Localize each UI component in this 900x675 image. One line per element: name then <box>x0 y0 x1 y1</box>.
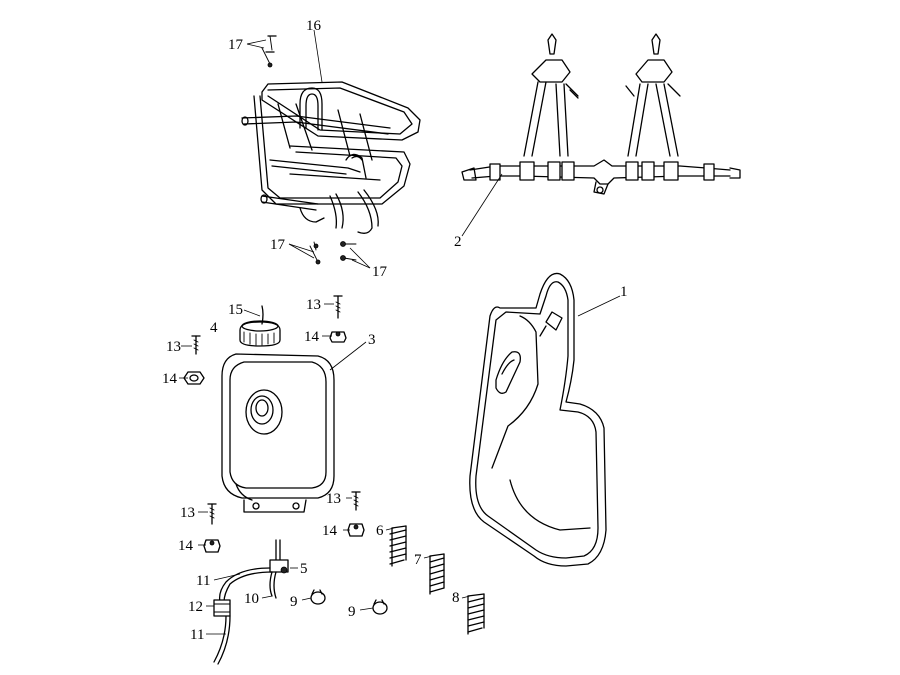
rack-part-16 <box>241 81 421 234</box>
callout-9b: 9 <box>348 604 356 620</box>
callout-13a: 13 <box>166 339 181 355</box>
callout-2: 2 <box>454 234 462 250</box>
bolt-13-top <box>333 295 343 319</box>
nut-14-bottom-right <box>347 523 365 537</box>
callout-12: 12 <box>188 599 203 615</box>
callout-14a: 14 <box>162 371 178 387</box>
callout-11a: 11 <box>196 573 210 589</box>
cap-part-4 <box>239 305 281 347</box>
nut-14-bottom-left <box>203 539 221 553</box>
bolt-13-bottom-right <box>351 491 361 511</box>
callout-16: 16 <box>306 18 322 34</box>
callout-13d: 13 <box>326 491 341 507</box>
callout-5: 5 <box>300 561 308 577</box>
callout-10: 10 <box>244 591 259 607</box>
callout-13c: 13 <box>180 505 195 521</box>
bolts-part-17-bottom <box>309 241 357 265</box>
spring-part-6 <box>389 525 407 567</box>
callout-15: 15 <box>228 302 243 318</box>
clamp-part-9b <box>372 599 388 615</box>
callout-4: 4 <box>210 320 218 336</box>
callout-3: 3 <box>368 332 376 348</box>
bolt-13-bottom-left <box>207 503 217 525</box>
fuel-valve-part-5 <box>269 539 289 599</box>
callout-7: 7 <box>414 552 422 568</box>
callout-11b: 11 <box>190 627 204 643</box>
callout-17c: 17 <box>372 264 388 280</box>
callout-14d: 14 <box>322 523 338 539</box>
seat-part-1 <box>469 272 607 567</box>
tank-part-3 <box>221 353 335 513</box>
fuel-filter-part-12 <box>213 599 231 617</box>
callout-14b: 14 <box>304 329 320 345</box>
spring-part-8 <box>467 593 485 635</box>
callout-1: 1 <box>620 284 628 300</box>
callout-14c: 14 <box>178 538 194 554</box>
spring-part-7 <box>429 553 445 595</box>
callout-17a: 17 <box>228 37 244 53</box>
callout-6: 6 <box>376 523 384 539</box>
callout-9a: 9 <box>290 594 298 610</box>
bolt-13-left <box>191 335 201 355</box>
harness-part-2 <box>461 33 741 195</box>
clamp-part-9a <box>310 589 326 605</box>
callout-8: 8 <box>452 590 460 606</box>
bolts-part-17-top <box>261 35 277 68</box>
callout-17b: 17 <box>270 237 286 253</box>
callout-13b: 13 <box>306 297 321 313</box>
fuel-line-part-11 <box>213 567 273 665</box>
nut-14-top <box>329 331 347 343</box>
